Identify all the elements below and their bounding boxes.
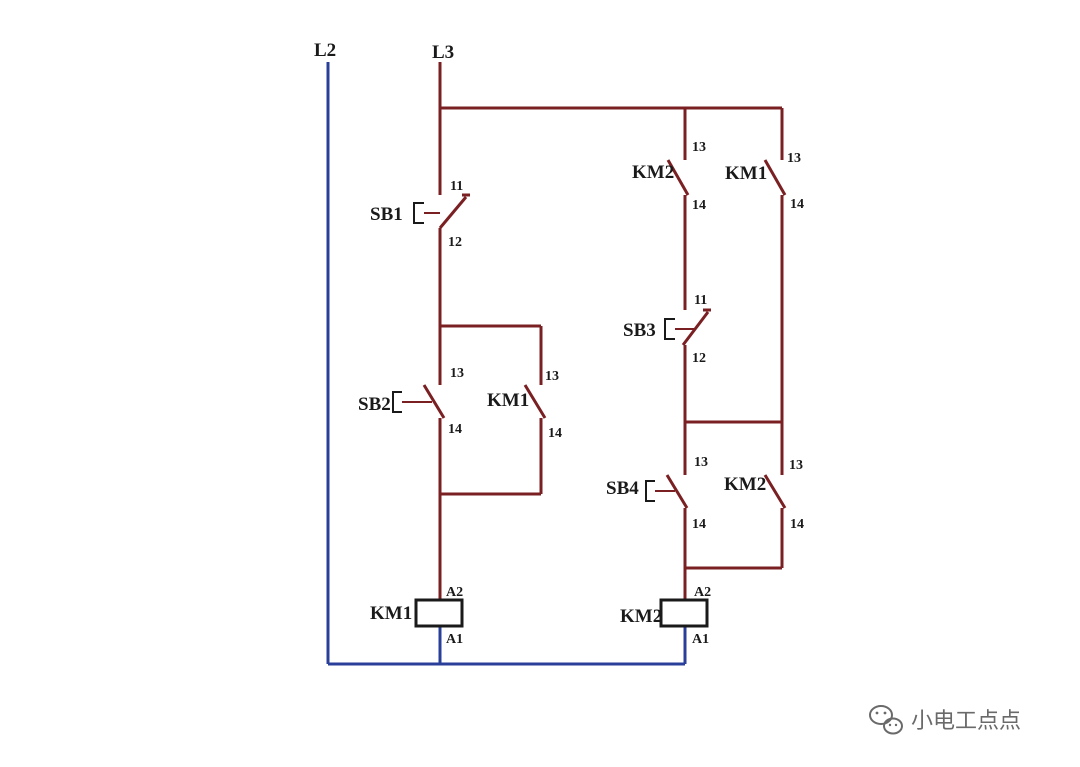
wechat-icon: [869, 705, 903, 735]
km1-hold-label: KM1: [487, 390, 529, 411]
km2-coil-terminal-a1: A1: [692, 632, 709, 647]
km2-hold-terminal-top: 13: [789, 458, 803, 473]
sb2-contact: [392, 384, 446, 419]
rail-l2-label: L2: [314, 40, 336, 61]
control-wiring: [438, 62, 784, 600]
km1-coil-terminal-a2: A2: [446, 585, 463, 600]
sb1-terminal-top: 11: [450, 179, 463, 194]
km1-interlock-contact: [763, 159, 787, 196]
sb3-terminal-top: 11: [694, 293, 707, 308]
km2-coil-label: KM2: [620, 606, 662, 627]
km2-interlock-contact: [666, 159, 690, 196]
sb4-terminal-bottom: 14: [692, 517, 706, 532]
km2-il-terminal-bottom: 14: [692, 198, 706, 213]
km1-hold-terminal-bottom: 14: [548, 426, 562, 441]
sb2-terminal-top: 13: [450, 366, 464, 381]
km1-il-terminal-top: 13: [787, 151, 801, 166]
km2-coil: [659, 598, 709, 628]
neutral-wiring: [326, 62, 687, 666]
km2-hold-label: KM2: [724, 474, 766, 495]
sb4-terminal-top: 13: [694, 455, 708, 470]
sb3-label: SB3: [623, 320, 656, 341]
km1-il-terminal-bottom: 14: [790, 197, 804, 212]
km2-hold-contact: [763, 474, 787, 509]
km1-coil: [414, 598, 464, 628]
km2-il-terminal-top: 13: [692, 140, 706, 155]
km1-coil-label: KM1: [370, 603, 412, 624]
km2-interlock-label: KM2: [632, 162, 674, 183]
sb4-contact: [645, 474, 689, 509]
rail-l3-label: L3: [432, 42, 454, 63]
sb4-label: SB4: [606, 478, 639, 499]
sb3-contact: [664, 308, 711, 346]
watermark: 小电工点点: [869, 705, 1021, 735]
sb1-contact: [413, 180, 470, 229]
km2-coil-terminal-a2: A2: [694, 585, 711, 600]
km1-hold-terminal-top: 13: [545, 369, 559, 384]
km1-hold-contact: [523, 384, 547, 419]
km1-coil-terminal-a1: A1: [446, 632, 463, 647]
sb3-terminal-bottom: 12: [692, 351, 706, 366]
sb1-label: SB1: [370, 204, 403, 225]
sb2-terminal-bottom: 14: [448, 422, 462, 437]
sb1-terminal-bottom: 12: [448, 235, 462, 250]
watermark-text: 小电工点点: [911, 709, 1021, 734]
km2-hold-terminal-bottom: 14: [790, 517, 804, 532]
km1-interlock-label: KM1: [725, 163, 767, 184]
sb2-label: SB2: [358, 394, 391, 415]
